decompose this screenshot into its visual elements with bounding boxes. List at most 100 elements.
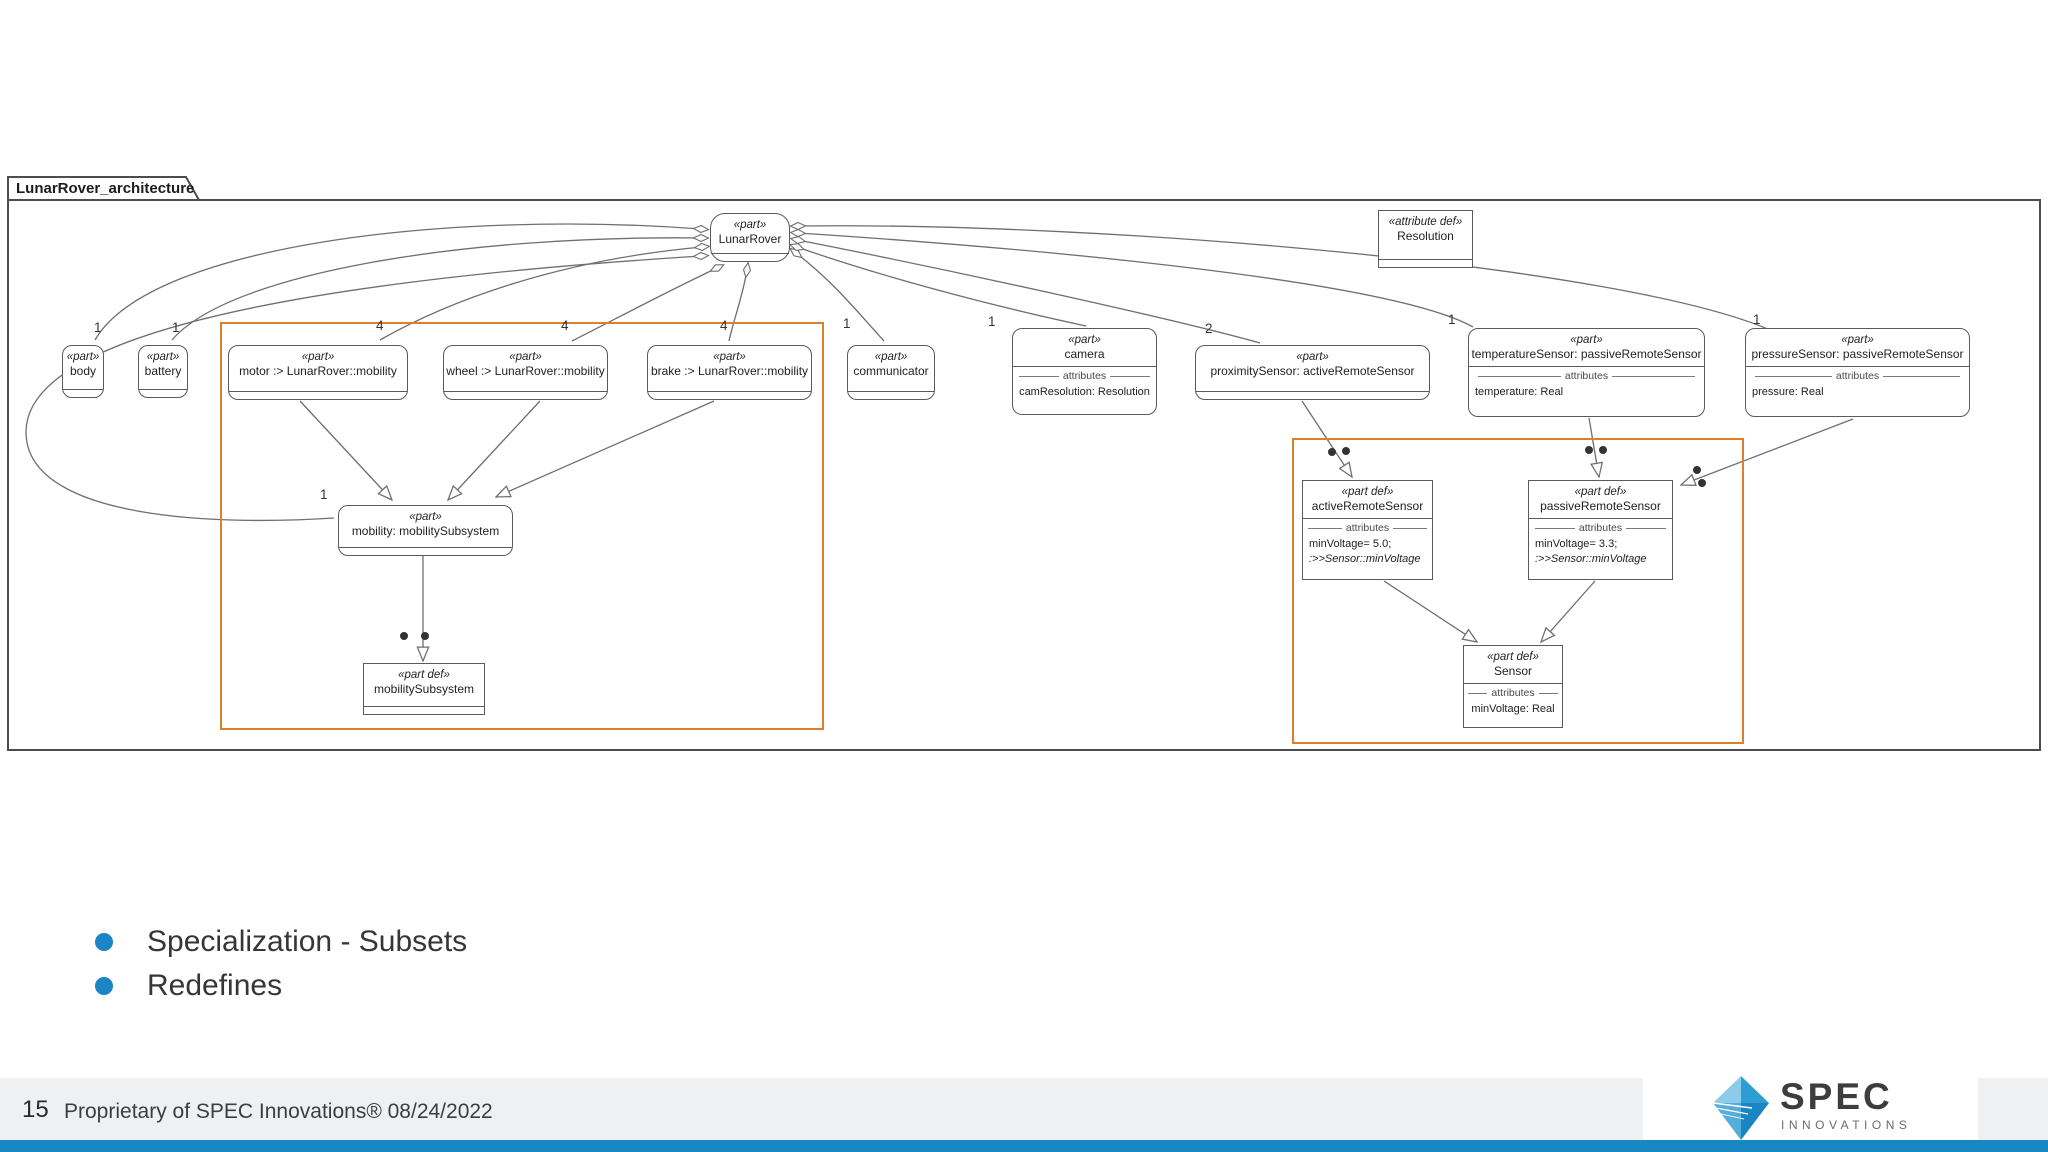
empty-compartment [364, 706, 484, 714]
stereotype-label: «part» [509, 351, 542, 363]
multiplicity-proximity-sensor: 2 [1205, 321, 1213, 336]
attributes-label: attributes [1755, 370, 1960, 383]
empty-compartment [1379, 259, 1472, 267]
logo-container [1643, 1065, 1978, 1140]
node-name-label: wheel :> LunarRover::mobility [446, 364, 605, 379]
compartment-divider [1469, 366, 1704, 368]
compartment-divider [1464, 683, 1562, 685]
attributes-label: attributes [1468, 687, 1558, 700]
multiplicity-communicator: 1 [843, 316, 851, 331]
empty-compartment [648, 391, 811, 399]
node-name-label: passiveRemoteSensor [1540, 499, 1661, 514]
node-name-label: temperatureSensor: passiveRemoteSensor [1471, 347, 1702, 362]
node-lunar-rover: «part» LunarRover [710, 213, 790, 262]
node-mobility-subsystem-def: «part def» mobilitySubsystem [363, 663, 485, 715]
stereotype-label: «part» [713, 351, 746, 363]
node-body: «part» body [62, 345, 104, 398]
compartment-divider [1303, 518, 1432, 520]
attribute-line-redefines: :>>Sensor::minVoltage [1535, 553, 1647, 566]
multiplicity-mobility: 1 [320, 487, 328, 502]
stereotype-label: «part» [733, 219, 767, 231]
compartment-divider [1013, 366, 1156, 368]
diagram-title: LunarRover_architecture [16, 180, 195, 197]
compartment-divider [1529, 518, 1672, 520]
attributes-label: attributes [1019, 370, 1151, 383]
node-proximity-sensor: «part» proximitySensor: activeRemoteSens… [1195, 345, 1430, 400]
node-mobility: «part» mobility: mobilitySubsystem [338, 505, 513, 556]
logo-subtitle: INNOVATIONS [1781, 1118, 1912, 1132]
bullet-icon [95, 977, 113, 995]
empty-compartment [444, 391, 607, 399]
stereotype-label: «part» [66, 351, 100, 363]
node-sensor-def: «part def» Sensor attributes minVoltage:… [1463, 645, 1563, 728]
stereotype-label: «part def» [398, 669, 450, 681]
node-name-label: camera [1064, 347, 1105, 362]
attribute-line: temperature: Real [1475, 385, 1564, 398]
node-name-label: proximitySensor: activeRemoteSensor [1210, 364, 1415, 379]
empty-compartment [711, 253, 789, 261]
logo-wordmark: SPEC [1780, 1076, 1893, 1117]
node-battery: «part» battery [138, 345, 188, 398]
node-name-label: communicator [853, 364, 929, 379]
attribute-line: minVoltage= 5.0; [1309, 537, 1392, 550]
stereotype-label: «part» [874, 351, 908, 363]
node-camera: «part» camera attributes camResolution: … [1012, 328, 1157, 415]
node-motor: «part» motor :> LunarRover::mobility [228, 345, 408, 400]
multiplicity-motor: 4 [376, 318, 384, 333]
list-item: Specialization - Subsets [95, 920, 467, 964]
node-name-label: mobility: mobilitySubsystem [351, 524, 500, 539]
stereotype-label: «part» [1841, 334, 1874, 346]
stereotype-label: «part» [146, 351, 180, 363]
stereotype-label: «part» [301, 351, 335, 363]
attributes-label: attributes [1535, 522, 1667, 535]
node-name-label: pressureSensor: passiveRemoteSensor [1751, 347, 1964, 362]
bullet-list: Specialization - Subsets Redefines [95, 920, 467, 1008]
attribute-line: minVoltage= 3.3; [1535, 537, 1618, 550]
node-wheel: «part» wheel :> LunarRover::mobility [443, 345, 608, 400]
node-name-label: battery [144, 364, 182, 379]
node-brake: «part» brake :> LunarRover::mobility [647, 345, 812, 400]
stereotype-label: «part» [1068, 334, 1101, 346]
stereotype-label: «part» [409, 511, 442, 523]
multiplicity-brake: 4 [720, 318, 728, 333]
compartment-divider [1746, 366, 1969, 368]
multiplicity-temperature-sensor: 1 [1448, 312, 1456, 327]
attribute-line: minVoltage: Real [1471, 702, 1555, 715]
stereotype-label: «part def» [1341, 486, 1394, 498]
stereotype-label: «part def» [1487, 651, 1539, 663]
multiplicity-body: 1 [94, 320, 102, 335]
bullet-text: Specialization - Subsets [147, 925, 468, 958]
attribute-line: camResolution: Resolution [1019, 385, 1150, 398]
multiplicity-camera: 1 [988, 314, 996, 329]
footer-accent-bar [0, 1140, 2048, 1152]
node-name-label: body [69, 364, 97, 379]
multiplicity-battery: 1 [172, 320, 180, 335]
multiplicity-wheel: 4 [561, 318, 569, 333]
stereotype-label: «part» [1570, 334, 1603, 346]
node-name-label: activeRemoteSensor [1311, 499, 1424, 514]
attribute-line-redefines: :>>Sensor::minVoltage [1309, 553, 1421, 566]
node-active-remote-sensor-def: «part def» activeRemoteSensor attributes… [1302, 480, 1433, 580]
list-item: Redefines [95, 964, 467, 1008]
footer-text: Proprietary of SPEC Innovations® 08/24/2… [64, 1100, 493, 1123]
node-name-label: LunarRover [718, 232, 782, 247]
node-pressure-sensor: «part» pressureSensor: passiveRemoteSens… [1745, 328, 1970, 417]
node-name-label: brake :> LunarRover::mobility [650, 364, 809, 379]
empty-compartment [1196, 391, 1429, 399]
attributes-label: attributes [1308, 522, 1427, 535]
node-name-label: Sensor [1493, 664, 1533, 679]
attributes-label: attributes [1478, 370, 1694, 383]
stereotype-label: «part» [1296, 351, 1329, 363]
node-name-label: motor :> LunarRover::mobility [239, 364, 397, 379]
empty-compartment [229, 391, 407, 399]
node-temperature-sensor: «part» temperatureSensor: passiveRemoteS… [1468, 328, 1705, 417]
spec-logo-icon [1712, 1076, 1769, 1140]
stereotype-label: «attribute def» [1388, 216, 1463, 228]
page-number: 15 [22, 1096, 49, 1123]
node-passive-remote-sensor-def: «part def» passiveRemoteSensor attribute… [1528, 480, 1673, 580]
stereotype-label: «part def» [1574, 486, 1627, 498]
bullet-text: Redefines [147, 969, 283, 1002]
bullet-icon [95, 933, 113, 951]
empty-compartment [339, 547, 512, 555]
